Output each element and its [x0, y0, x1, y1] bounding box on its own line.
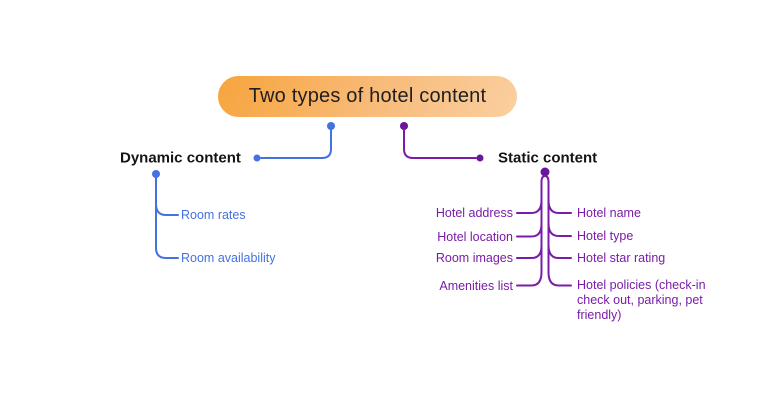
leaf-hotel-name: Hotel name — [577, 206, 641, 220]
connector-line — [547, 222, 572, 237]
connector-line — [516, 199, 543, 214]
leaf-hotel-location: Hotel location — [437, 229, 513, 244]
connector-line — [516, 223, 543, 238]
leaf-room-availability: Room availability — [181, 251, 276, 265]
dynamic-content-header: Dynamic content — [120, 149, 241, 167]
connector-line — [403, 127, 477, 159]
connector-dot — [253, 154, 261, 162]
leaf-hotel-policies: Hotel policies (check-in check out, park… — [577, 278, 706, 322]
connector-line — [260, 127, 332, 159]
connector-dot — [476, 154, 484, 162]
connector-line — [155, 203, 179, 216]
leaf-hotel-address: Hotel address — [435, 206, 513, 220]
connector-line — [516, 245, 543, 259]
connector-dot — [540, 167, 550, 177]
connector-dot — [400, 122, 408, 130]
connector-line — [516, 174, 572, 287]
leaf-hotel-type: Hotel type — [577, 229, 634, 243]
root-node-label: Two types of hotel content — [248, 85, 487, 107]
connector-dot — [152, 170, 160, 178]
connector-line — [547, 199, 572, 214]
root-node: Two types of hotel content — [218, 76, 517, 117]
static-content-header: Static content — [498, 149, 598, 167]
leaf-room-rates: Room rates — [181, 208, 246, 222]
connector-line — [547, 244, 572, 259]
leaf-hotel-star-rating: Hotel star rating — [577, 251, 666, 265]
connector-dot — [327, 122, 335, 130]
leaf-amenities-list: Amenities list — [439, 278, 513, 293]
connector-line — [155, 176, 179, 259]
leaf-room-images: Room images — [435, 251, 513, 265]
